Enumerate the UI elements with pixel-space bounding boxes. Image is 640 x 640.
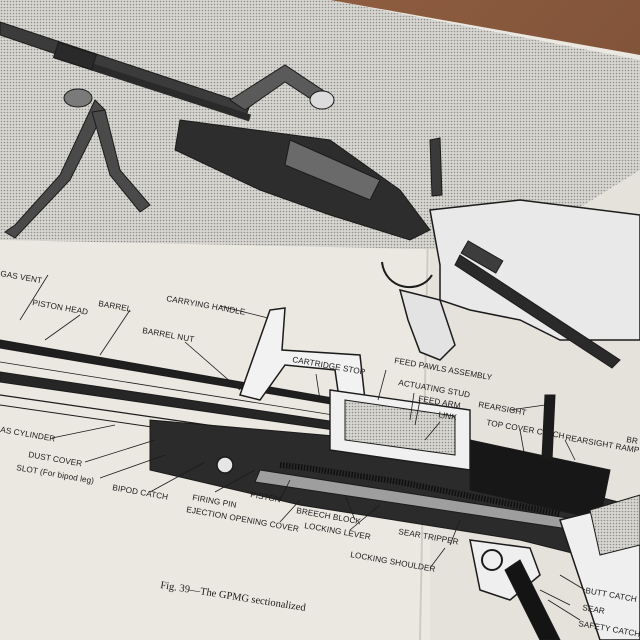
label-leader-lines [19,274,586,621]
top-gpmg-illustration [0,21,640,369]
sectional-illustration [0,307,640,640]
label-br: BR [626,435,639,446]
top-drawing-halftone [0,0,640,250]
label-link: LINK [438,410,458,422]
label-sear: SEAR [582,603,606,616]
